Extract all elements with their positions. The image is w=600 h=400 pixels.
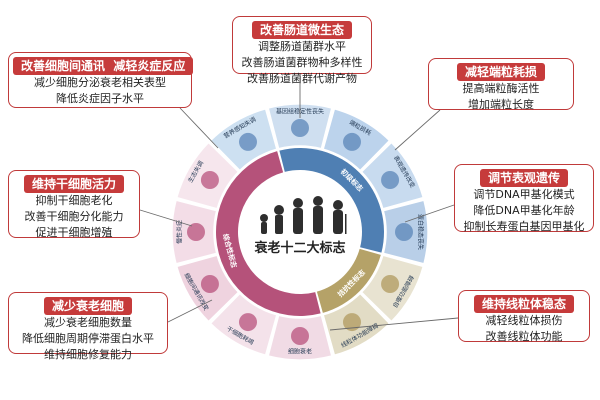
hallmark-group-band <box>316 248 381 313</box>
callout-line: 减少细胞分泌衰老相关表型 <box>34 76 166 89</box>
hallmark-icon <box>200 275 219 293</box>
callout-line: 抑制干细胞老化 <box>35 194 113 207</box>
hallmark-icon <box>187 223 205 241</box>
callout-line: 改善肠道菌群物种多样性 <box>241 56 363 69</box>
callout-line: 改善线粒体功能 <box>485 330 563 343</box>
callout-line: 减少衰老细胞数量 <box>44 316 132 329</box>
callout-line: 维持细胞修复能力 <box>44 348 132 361</box>
hallmark-icon <box>395 223 413 241</box>
callout-title: 维持干细胞活力 <box>23 175 124 193</box>
hallmark-icon <box>381 275 400 293</box>
callout-line: 降低炎症因子水平 <box>56 92 144 105</box>
callout-senescent-cells: 减少衰老细胞 减少衰老细胞数量 降低细胞周期停滞蛋白水平 维持细胞修复能力 <box>8 292 168 361</box>
hallmark-icon <box>291 119 309 137</box>
hallmark-icon <box>343 313 361 332</box>
callout-line: 抑制长寿蛋白基因甲基化 <box>463 220 585 233</box>
callout-line: 促进干细胞增殖 <box>35 226 113 239</box>
hallmark-icon <box>200 171 219 189</box>
hallmark-icon <box>239 132 257 151</box>
callout-intercellular-communication: 改善细胞间通讯 减轻炎症反应 减少细胞分泌衰老相关表型 降低炎症因子水平 <box>8 52 194 108</box>
callout-title: 改善肠道微生态 <box>251 21 352 39</box>
hallmark-icon <box>343 132 361 151</box>
hallmark-group-band <box>279 147 384 253</box>
callout-mitochondria: 维持线粒体稳态 减轻线粒体损伤 改善线粒体功能 <box>458 290 590 343</box>
hallmark-label: 蛋白稳态丧失 <box>417 214 425 250</box>
callout-line: 减轻线粒体损伤 <box>485 314 563 327</box>
callout-line: 降低DNA甲基化年龄 <box>473 204 575 217</box>
callout-epigenetics: 调节表观遗传 调节DNA甲基化模式 降低DNA甲基化年龄 抑制长寿蛋白基因甲基化 <box>454 164 594 233</box>
hallmark-label: 基因组稳定性丧失 <box>276 108 324 116</box>
callout-stem-cell: 维持干细胞活力 抑制干细胞老化 改善干细胞分化能力 促进干细胞增殖 <box>8 170 140 239</box>
callout-title: 调节表观遗传 <box>479 169 568 187</box>
callout-line: 调节DNA甲基化模式 <box>473 188 575 201</box>
hallmark-label: 细胞衰老 <box>288 348 312 356</box>
callout-line: 改善肠道菌群代谢产物 <box>247 72 357 85</box>
hallmark-group-band <box>215 151 321 317</box>
callout-gut-microbiome: 改善肠道微生态 调整肠道菌群水平 改善肠道菌群物种多样性 改善肠道菌群代谢产物 <box>232 16 372 85</box>
callout-line: 降低细胞周期停滞蛋白水平 <box>22 332 154 345</box>
hallmark-icon <box>381 171 400 189</box>
callout-title: 减少衰老细胞 <box>43 297 132 315</box>
hallmark-icon <box>239 313 257 332</box>
aging-people-icon <box>260 196 347 234</box>
center-title: 衰老十二大标志 <box>253 240 345 256</box>
callout-title: 减轻端粒耗损 <box>456 63 545 81</box>
callout-line: 调整肠道菌群水平 <box>258 40 346 53</box>
callout-telomere: 减轻端粒耗损 提高端粒酶活性 增加端粒长度 <box>428 58 574 111</box>
callout-title: 改善细胞间通讯 减轻炎症反应 <box>13 57 194 75</box>
callout-title: 维持线粒体稳态 <box>473 295 574 313</box>
hallmark-label: 慢性炎症 <box>176 220 184 244</box>
callout-line: 增加端粒长度 <box>468 98 534 111</box>
callout-line: 提高端粒酶活性 <box>462 82 540 95</box>
callout-line: 改善干细胞分化能力 <box>24 210 124 223</box>
hallmark-icon <box>291 327 309 345</box>
